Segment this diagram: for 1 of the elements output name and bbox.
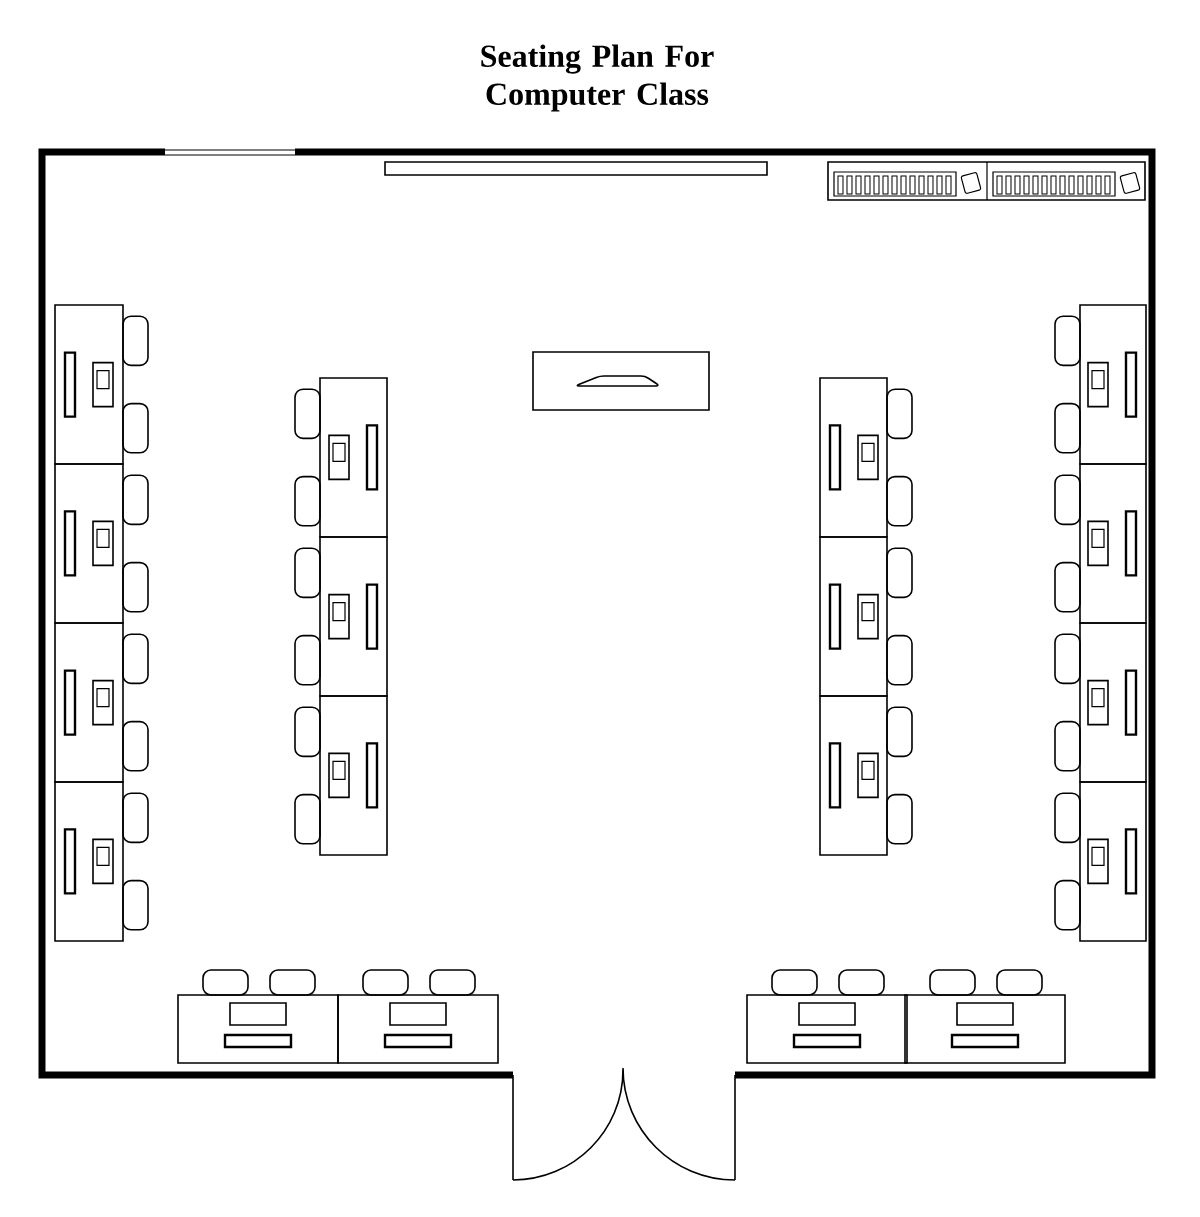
title: Seating Plan For Computer Class: [481, 44, 714, 112]
